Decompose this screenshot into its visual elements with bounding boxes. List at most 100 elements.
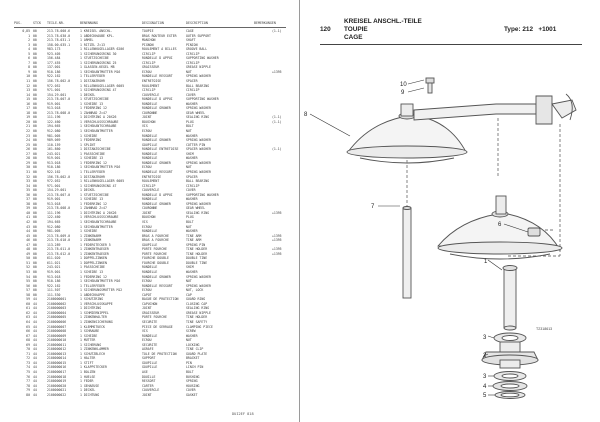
rotor-arm [413,93,577,125]
row-name: 1 DICHTRING A 20X26 [80,210,117,215]
row-description: CAPUCHON [142,301,158,306]
row-name: 1 ABDECKHAUBE KPL. [80,33,115,38]
row-name: 1 GLASSEN-KEGEL M8 [80,65,115,70]
row-description-2: GEAR WHEEL [186,206,206,211]
row-description: SUPPORT [142,356,156,361]
row-part-number: 111.507 [47,288,61,293]
row-pos: 31 [26,169,30,174]
row-pos: 63 [26,315,30,320]
row-description-2: TINE SAFETY [186,320,208,324]
row-description-2: SEALING RING [186,306,210,311]
row-name: 1 ZAHNRAD Z=47 [80,110,107,115]
row-remarks: (1-1) [272,147,282,152]
row-description-2: COVER [186,188,196,193]
title-block: KREISEL ANSCHL.-TEILE 120 TOUPIE CAGE Ty… [320,18,582,45]
row-part-number: 243.021 [47,151,61,156]
row-pos: 34 [26,183,30,188]
row-part-number: 213.78.000.6 [47,29,71,33]
row-description-2: GUARD RING [186,297,206,302]
callout-3: 3 [483,335,487,341]
row-part-number: 912.080 [47,129,61,134]
col-remarks: BEMERKUNGEN [254,21,276,25]
row-pos: 52 [26,265,30,270]
row-description-2: WASHER [186,269,198,274]
row-part-number: 981.005 [47,229,61,234]
row-pos: 42 [26,219,30,224]
row-description-2: SPRING WASHER [186,169,211,174]
row-description: PORTE FOURCHE [142,315,167,320]
row-pos: 76 [26,374,30,379]
row-part-number: 213.78.009.0 [47,233,71,238]
row-pos: 56 [26,283,30,288]
row-part-number: 2100000014 [47,356,67,361]
row-remarks: (1-1) [272,115,282,120]
ring-part-3-bottom [493,371,527,381]
row-name: 1 STUETZSCHEIBE [80,56,109,61]
row-qty: 00 [33,138,37,143]
row-remarks: +1395 [272,210,282,215]
row-pos: 15 [26,97,30,102]
row-name: 1 ZINKENKLAMMER [80,347,109,352]
row-description-2: WASHER [186,133,198,138]
row-description-2: PLUG [186,215,194,220]
row-pos: 29 [26,160,30,165]
row-description: FOURCHE DOUBLE [142,260,169,265]
row-qty: 00 [33,247,37,252]
row-part-number: 113.289 [47,242,61,247]
row-qty: 44 [33,324,37,329]
row-pos: 68 [26,338,30,343]
row-part-number: 913.018 [47,274,61,279]
row-qty: 00 [33,83,37,88]
row-qty: 00 [33,288,37,293]
row-part-number: 137.001 [47,65,61,70]
row-remarks: (1-1) [272,29,282,33]
row-pos: 45 [26,233,30,238]
washer-part-4 [492,381,528,391]
row-description: GOUPILLE [142,360,158,365]
row-description: FOURCHE DOUBLE [142,256,169,261]
exploded-view-diagram: 1 2 3 3 4 5 6 7 8 9 10 T2318613 [304,77,577,399]
row-part-number: 919.001 [47,156,61,161]
row-pos: 22 [26,129,30,134]
bolt-part-10 [425,77,435,94]
row-name: 1 DISTANZROHR [80,174,105,179]
row-pos: 49 [26,251,30,256]
row-name: 1 SCHUTZRING [80,297,104,302]
row-pos: 75 [26,370,30,375]
row-description-2: SPACER [186,174,198,179]
row-pos: 8 [28,65,30,70]
row-remarks: +1395 [272,69,282,74]
row-part-number: 972.052 [47,83,61,88]
row-qty: 44 [33,342,37,347]
row-name: 1 SECHSKANTMUTTER [80,224,113,229]
row-description: JOINT [142,392,152,397]
callout-10: 10 [400,82,407,88]
row-description: ECROU [142,129,152,134]
row-name: 1 GEHAEUSE [80,383,100,388]
row-remarks: +1395 [272,238,282,243]
row-part-number: 111.196 [47,210,61,215]
row-pos: 26 [26,147,30,152]
row-pos: 60 [26,301,30,306]
row-qty: 00 [33,188,37,193]
row-description-2: GUARD PLATE [186,351,208,356]
row-name: 1 VERSCHLUSSSCHRAUBE [80,215,119,220]
col-description-2: DESCRIPTION [186,21,208,25]
row-description: CIRCLIP [142,88,156,93]
row-qty: 00 [33,229,37,234]
